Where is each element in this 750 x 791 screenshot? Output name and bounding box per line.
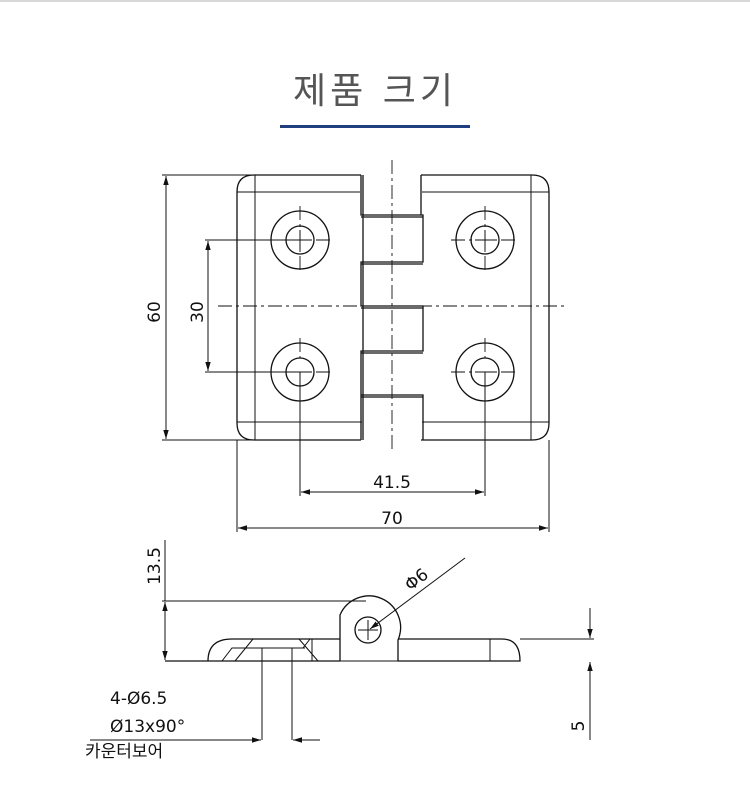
svg-text:Φ6: Φ6 [401, 565, 432, 596]
dimension-13-5: 13.5 [145, 540, 366, 660]
dimension-pin-diameter: Φ6 [369, 557, 466, 630]
side-view [165, 595, 521, 662]
page-title: 제품 크기 [293, 71, 457, 112]
hole-note-line1: 4-Ø6.5 [110, 689, 167, 709]
dimension-60: 60 [145, 174, 254, 441]
mounting-holes [266, 206, 519, 402]
svg-text:41.5: 41.5 [373, 473, 411, 493]
svg-text:30: 30 [188, 301, 208, 323]
svg-text:70: 70 [381, 509, 403, 529]
hole-note-leader: 4-Ø6.5 Ø13x90° 카운터보어 [85, 661, 320, 762]
title-underline [280, 125, 470, 128]
svg-text:13.5: 13.5 [145, 547, 165, 585]
dimension-30: 30 [188, 239, 300, 373]
svg-text:5: 5 [569, 721, 589, 732]
dimension-70: 70 [236, 440, 550, 532]
dimension-5: 5 [520, 608, 594, 740]
svg-text:60: 60 [145, 301, 165, 323]
top-view [218, 160, 566, 452]
top-divider [0, 0, 750, 2]
hole-note-line3: 카운터보어 [85, 742, 163, 762]
dimension-41-5: 41.5 [299, 372, 486, 496]
hole-note-line2: Ø13x90° [110, 717, 185, 737]
